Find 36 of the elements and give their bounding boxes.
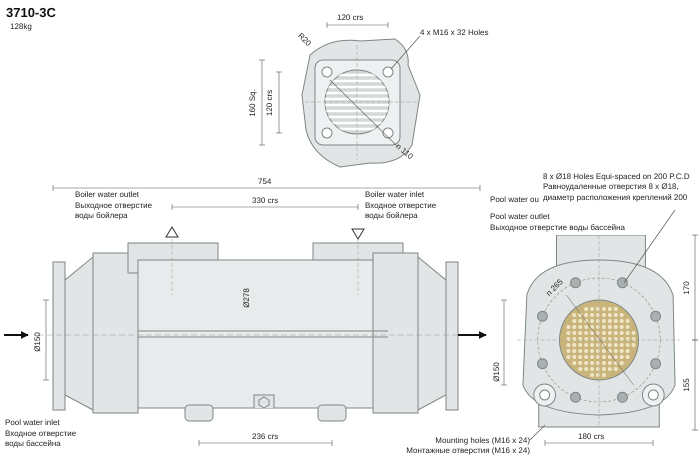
callout-text: 8 x Ø18 Holes Equi-spaced on 200 P.C.D (543, 172, 691, 182)
callout-text: Равноудаленные отверстия 8 x Ø18, диаметр расположения креплений 200 (543, 182, 688, 204)
dimension-label: R20 (295, 31, 313, 49)
callout-text: 4 x M16 x 32 Holes (420, 28, 510, 38)
dimension-label: Входное отверстие воды бойлера (365, 201, 438, 222)
callout-text: Mounting holes (M16 x 24) (434, 436, 530, 446)
leader-line (390, 36, 420, 70)
leader-line (530, 424, 546, 440)
dimension-label: 128kg (10, 22, 32, 32)
dimension-label: 160 Sq. (248, 89, 258, 117)
dimension-label: Boiler water outlet (75, 190, 140, 200)
title: 3710-3C (6, 5, 56, 20)
dimension-label: 180 crs (578, 432, 604, 442)
flow-arrow (458, 331, 487, 339)
callout-text: Монтажные отверстия (M16 x 24) (405, 446, 530, 457)
dimension-label: n 265 (544, 277, 566, 299)
dimension-label: n 110 (393, 142, 415, 162)
dimension-label: Ø278 (242, 288, 252, 308)
dimension-label: Pool water inlet (5, 418, 60, 428)
dimension-label: 170 (682, 281, 692, 295)
dimension-label: 120 crs (264, 90, 275, 116)
dimension-label: Ø150 (32, 332, 43, 352)
dimension-label: 120 crs (337, 13, 364, 24)
dimension-label: 330 crs (252, 196, 278, 206)
leader-line (624, 210, 676, 284)
dimension-label: Pool water ou (490, 195, 539, 206)
dimension-label: 155 (682, 378, 692, 392)
dimension-label: Ø150 (492, 362, 502, 382)
dimension-label: Выходное отверстие воды бассейна (490, 223, 625, 234)
flow-arrow (4, 331, 29, 339)
dimension-label: Выходное отверстие воды бойлера (75, 201, 154, 222)
dimension-label: 236 crs (252, 432, 278, 442)
dimension-label: Pool water outlet (490, 212, 550, 222)
dimension-label: 754 (258, 177, 272, 188)
dimension-label: Входное отверстие воды бассейна (5, 429, 78, 450)
dimension-label: Boiler water inlet (365, 190, 424, 200)
